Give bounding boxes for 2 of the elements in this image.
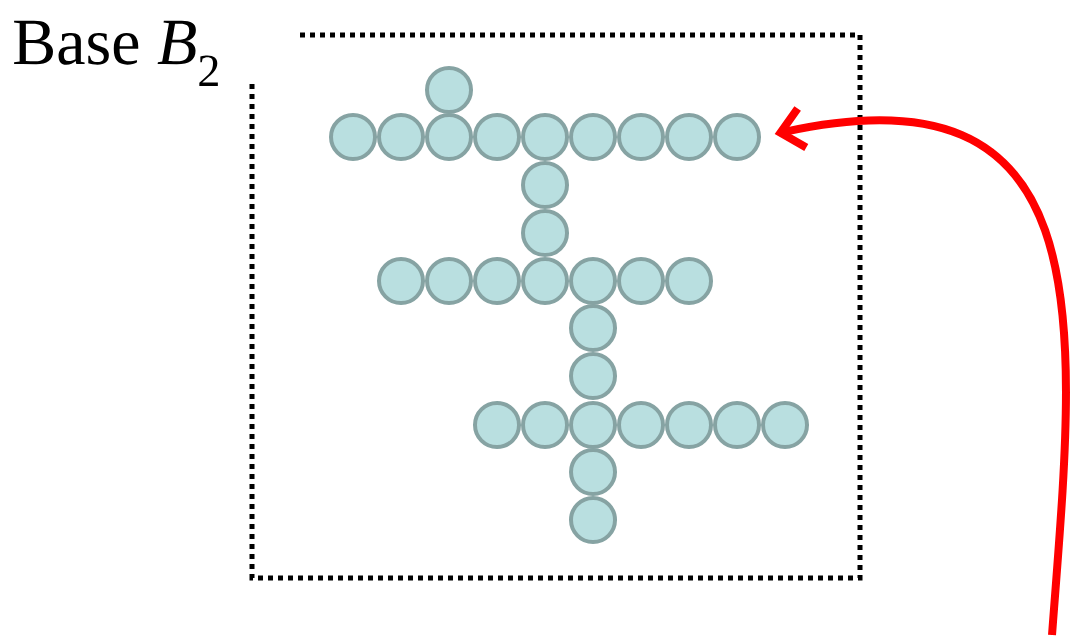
frame-heading: Base B$_{2}$: [14, 20, 218, 86]
bead: [713, 113, 761, 161]
